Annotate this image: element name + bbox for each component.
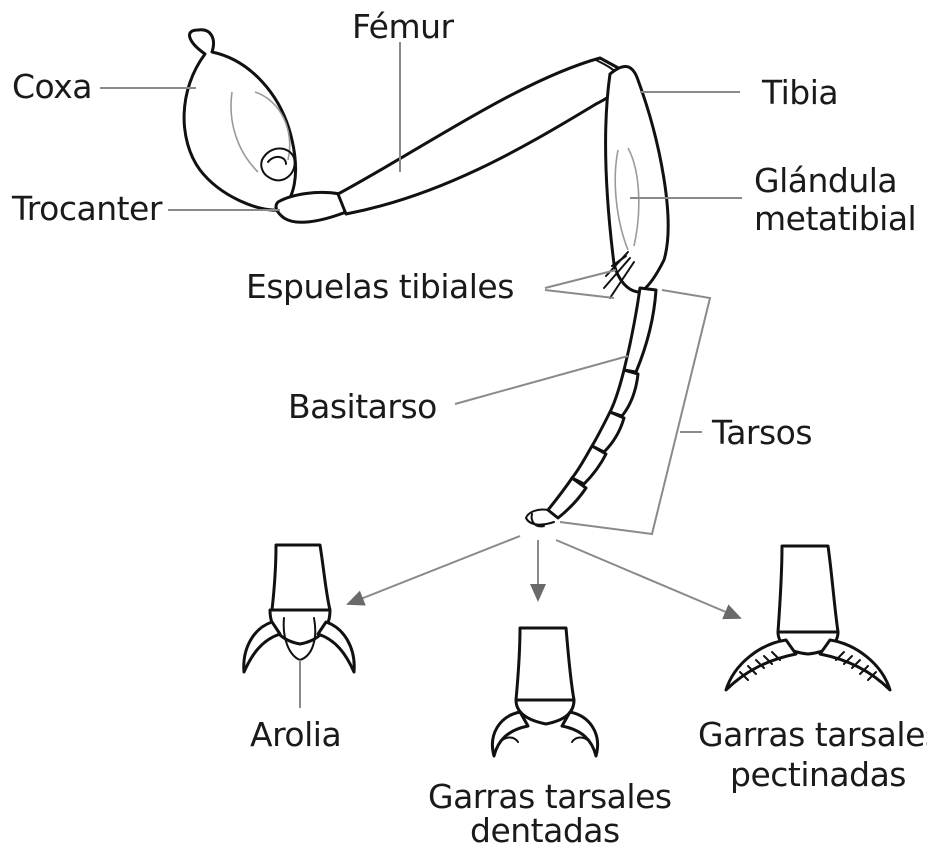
label-espuelas: Espuelas tibiales [246,267,514,306]
pectinadas-detail [726,546,890,690]
label-basitarso: Basitarso [288,387,437,426]
label-femur: Fémur [352,7,455,46]
label-tarsos: Tarsos [711,413,812,452]
label-pectinadas-2: pectinadas [730,755,906,794]
label-pectinadas-1: Garras tarsales [698,715,927,754]
coxa-shape [184,30,296,210]
label-coxa: Coxa [12,67,92,106]
tibia-shape [606,66,668,292]
dentadas-detail [492,628,597,756]
label-tibia: Tibia [761,73,838,112]
label-arolia: Arolia [250,715,341,754]
label-glandula-1: Glándula [754,161,897,200]
label-dentadas-2: dentadas [470,811,620,847]
arolia-detail [244,545,354,708]
femur-shape [338,58,624,214]
tarsus-segments [526,288,656,526]
label-glandula-2: metatibial [754,199,916,238]
label-trocanter: Trocanter [11,189,163,228]
